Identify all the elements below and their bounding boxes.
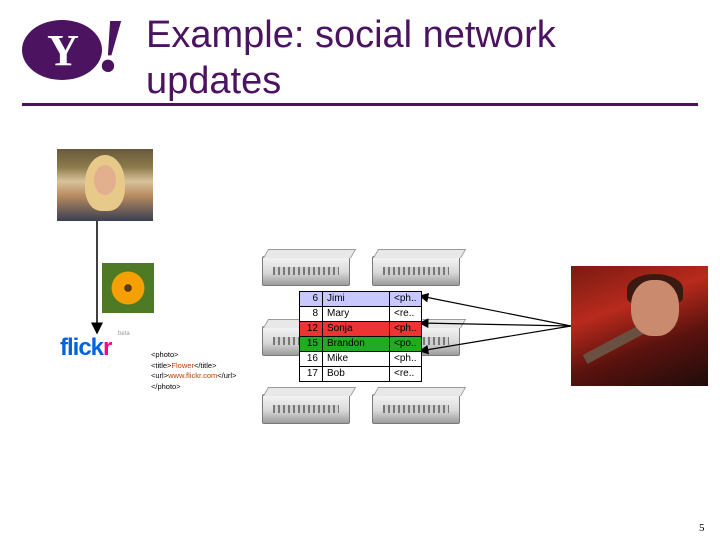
- slide-title-line-1: Example: social network: [146, 14, 556, 56]
- table-cell-name: Mary: [322, 306, 390, 322]
- xml-line: <url>www.flickr.com</url>: [151, 371, 237, 380]
- table-cell-id: 16: [299, 351, 323, 367]
- table-cell-name: Bob: [322, 366, 390, 382]
- flickr-logo-r: r: [103, 334, 112, 361]
- title-divider: [22, 103, 698, 106]
- table-cell-id: 8: [299, 306, 323, 322]
- table-cell-data: <ph..: [389, 351, 422, 367]
- table-cell-data: <po..: [389, 336, 422, 352]
- flickr-logo-text: flick: [60, 334, 104, 361]
- table-cell-name: Jimi: [322, 291, 390, 307]
- user-photo-woman: [57, 149, 153, 221]
- server-icon: [262, 394, 350, 424]
- server-icon: [372, 394, 460, 424]
- yahoo-logo: Y: [22, 20, 102, 80]
- table-cell-id: 12: [299, 321, 323, 337]
- table-cell-name: Mike: [322, 351, 390, 367]
- arrow-to-row-jimi: [418, 292, 572, 327]
- table-cell-id: 17: [299, 366, 323, 382]
- table-cell-name: Sonja: [322, 321, 390, 337]
- flower-photo: [102, 263, 154, 313]
- table-cell-id: 15: [299, 336, 323, 352]
- xml-line: </photo>: [151, 381, 181, 391]
- xml-line: <photo>: [151, 350, 179, 359]
- table-cell-data: <ph..: [389, 321, 422, 337]
- page-number: 5: [699, 522, 705, 534]
- slide-title-line-2: updates: [146, 60, 282, 102]
- arrow-to-row-sonja: [418, 318, 572, 328]
- table-cell-data: <re..: [389, 306, 422, 322]
- flickr-logo: flickr: [60, 334, 112, 362]
- yahoo-logo-exclamation: !: [96, 4, 126, 88]
- table-cell-data: <re..: [389, 366, 422, 382]
- table-cell-id: 6: [299, 291, 323, 307]
- user-photo-guitarist: [571, 266, 708, 386]
- server-icon: [262, 256, 350, 286]
- xml-line: <title>Flower</title>: [151, 360, 217, 370]
- xml-snippet: <photo> <title>Flower</title> <url>www.f…: [151, 350, 236, 392]
- server-icon: [372, 256, 460, 286]
- arrow-to-row-mike: [418, 325, 572, 355]
- flickr-beta-badge: beta: [118, 331, 130, 337]
- table-cell-name: Brandon: [322, 336, 390, 352]
- slide-title: Example: social network updates: [146, 12, 556, 104]
- yahoo-logo-letter: Y: [47, 25, 79, 75]
- table-cell-data: <ph..: [389, 291, 422, 307]
